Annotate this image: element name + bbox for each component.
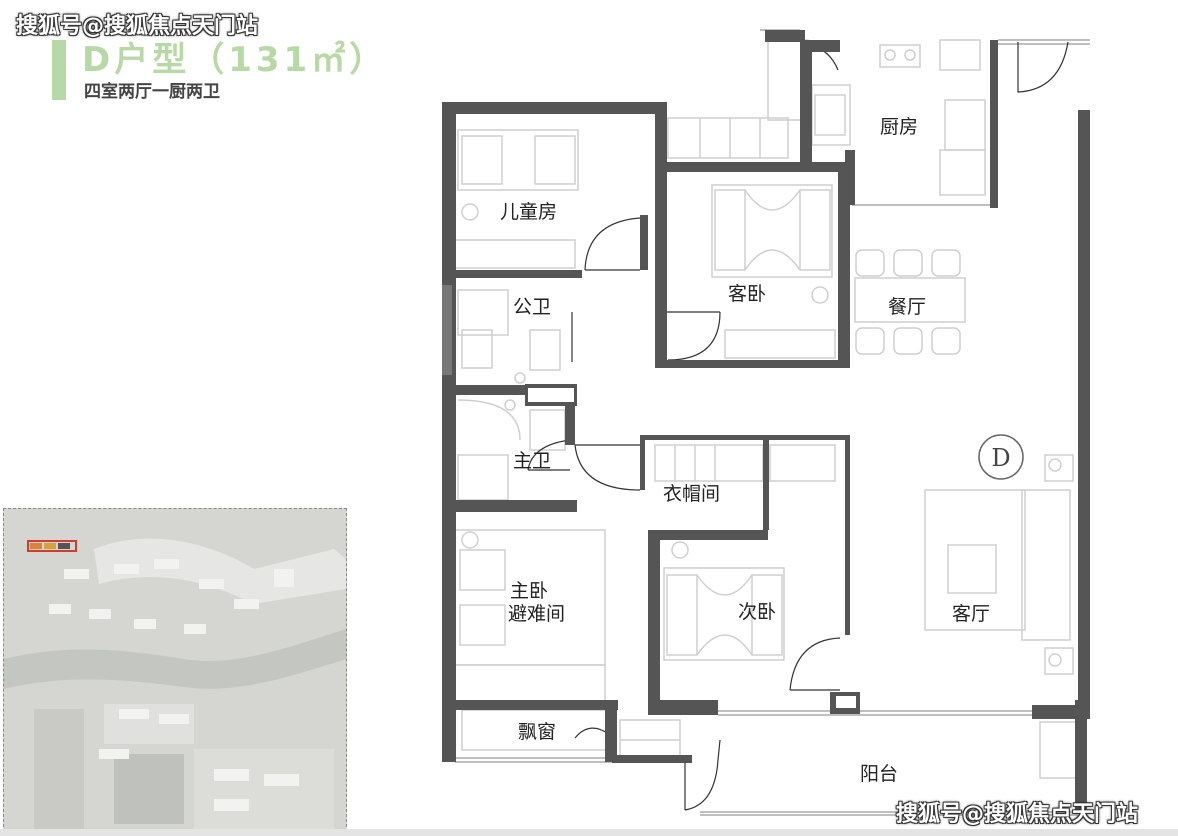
unit-badge-label: D [991, 444, 1010, 472]
site-map-graphic [4, 509, 346, 831]
site-location-map [3, 508, 347, 832]
furniture-layer [454, 39, 1077, 779]
doors-layer [527, 41, 1069, 811]
bottom-divider [0, 829, 1178, 836]
room-label-living-room: 客厅 [952, 603, 990, 625]
watermark-bottom: 搜狐号@搜狐焦点天门站 [896, 802, 1139, 827]
room-label-public-bath: 公卫 [513, 296, 551, 318]
room-label-bay-window: 飘窗 [518, 721, 556, 743]
room-label-kitchen: 厨房 [880, 116, 918, 138]
room-label-second-bedroom: 次卧 [738, 601, 776, 623]
room-label-cloakroom: 衣帽间 [663, 483, 720, 505]
room-label-dining: 餐厅 [888, 296, 926, 318]
room-label-master-bedroom: 主卧 [510, 580, 548, 602]
room-label-master-bath: 主卫 [513, 450, 551, 472]
unit-badge-circle [978, 434, 1024, 480]
room-label-refuge-room: 避难间 [508, 603, 565, 625]
room-label-guest-bedroom: 客卧 [728, 283, 766, 305]
walls-layer [442, 30, 1090, 810]
unit-subtitle: 四室两厅一厨两卫 [84, 82, 220, 102]
room-label-kids-room: 儿童房 [500, 201, 557, 223]
unit-title: D户型（131㎡） [82, 40, 388, 80]
watermark-top: 搜狐号@搜狐焦点天门站 [16, 14, 259, 39]
title-accent-bar [52, 40, 66, 100]
room-label-balcony: 阳台 [860, 763, 898, 785]
